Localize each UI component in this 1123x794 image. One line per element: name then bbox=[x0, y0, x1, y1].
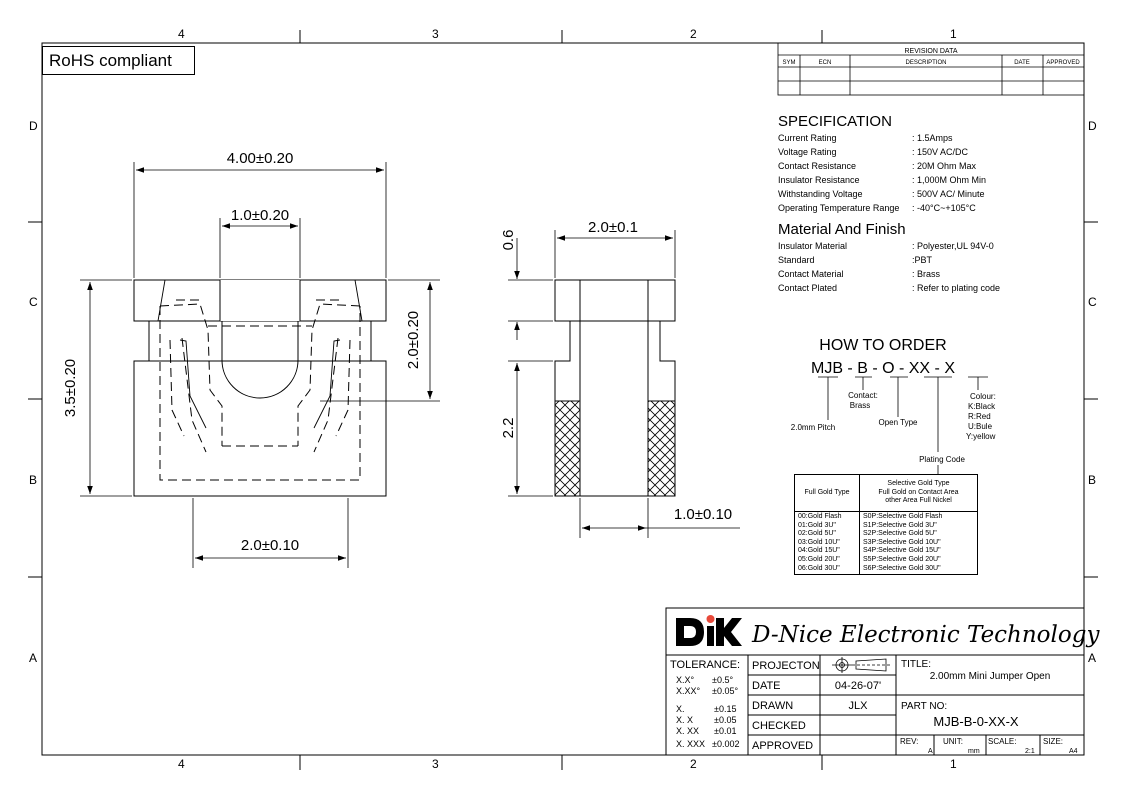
order-colour-yellow: Y:yellow bbox=[966, 432, 996, 441]
part-value: MJB-B-0-XX-X bbox=[933, 714, 1019, 729]
tol-v-1: ±0.05° bbox=[712, 686, 738, 696]
date-label: DATE bbox=[752, 680, 781, 692]
approved-label: APPROVED bbox=[752, 740, 813, 752]
side-view-dimensions bbox=[508, 230, 740, 538]
order-open-type: Open Type bbox=[879, 418, 919, 427]
title-value: 2.00mm Mini Jumper Open bbox=[930, 671, 1051, 682]
order-colour-black: K:Black bbox=[968, 402, 996, 411]
front-view-hidden-lines bbox=[159, 299, 361, 481]
tolerance-label: TOLERANCE: bbox=[670, 659, 740, 671]
front-view-dimensions bbox=[80, 162, 440, 568]
scale-label: SCALE: bbox=[988, 737, 1016, 746]
company-name: D-Nice Electronic Technology bbox=[751, 622, 1100, 648]
rev-label: REV: bbox=[900, 737, 918, 746]
side-top-dim: 0.6 bbox=[500, 230, 517, 251]
front-view-body bbox=[133, 279, 387, 497]
zone-bottom-3: 3 bbox=[432, 757, 439, 771]
tol-k-0: X.X° bbox=[676, 675, 695, 685]
title-block: D-Nice Electronic Technology TOLERANCE: … bbox=[665, 607, 1100, 756]
tol-v-3: ±0.05 bbox=[714, 715, 736, 725]
order-contact-value: Brass bbox=[850, 401, 870, 410]
tol-k-2: X. bbox=[676, 704, 685, 714]
revision-col-ecn: ECN bbox=[819, 60, 832, 66]
row-left-b: B bbox=[29, 473, 37, 487]
projection-symbol-icon bbox=[832, 657, 892, 673]
side-view-hatching bbox=[554, 400, 676, 497]
sheet-frame bbox=[28, 30, 1098, 770]
row-left-a: A bbox=[29, 651, 37, 665]
revision-title: REVISION DATA bbox=[904, 48, 957, 55]
unit-label: UNIT: bbox=[943, 737, 963, 746]
front-slot-dim: 1.0±0.20 bbox=[231, 207, 289, 224]
order-title: HOW TO ORDER bbox=[819, 337, 946, 354]
zone-bottom-2: 2 bbox=[690, 757, 697, 771]
order-colour-red: R:Red bbox=[968, 412, 991, 421]
row-right-b: B bbox=[1088, 473, 1096, 487]
tol-k-4: X. XX bbox=[676, 726, 699, 736]
tol-k-3: X. X bbox=[676, 715, 693, 725]
checked-label: CHECKED bbox=[752, 720, 806, 732]
side-thick-dim: 1.0±0.10 bbox=[674, 506, 732, 523]
front-view: 4.00±0.20 1.0±0.20 3.5±0.20 2.0±0.20 2.0… bbox=[62, 150, 440, 568]
tol-k-1: X.XX° bbox=[676, 686, 701, 696]
front-inner-height-dim: 2.0±0.20 bbox=[405, 311, 422, 369]
front-width-dim: 4.00±0.20 bbox=[227, 150, 294, 167]
zone-top-2: 2 bbox=[690, 27, 697, 41]
side-height-dim: 2.2 bbox=[500, 418, 517, 439]
order-code: MJB - B - O - XX - X bbox=[811, 360, 955, 377]
revision-table: REVISION DATA SYM ECN DESCRIPTION DATE A… bbox=[777, 42, 1085, 96]
company-logo bbox=[676, 615, 742, 646]
zone-bottom-4: 4 bbox=[178, 757, 185, 771]
side-width-dim: 2.0±0.1 bbox=[588, 219, 638, 236]
tol-v-5: ±0.002 bbox=[712, 739, 739, 749]
tol-v-4: ±0.01 bbox=[714, 726, 736, 736]
zone-bottom-1: 1 bbox=[950, 757, 957, 771]
revision-col-description: DESCRIPTION bbox=[905, 60, 946, 66]
order-plating-code: Plating Code bbox=[919, 455, 965, 464]
front-pitch-dim: 2.0±0.10 bbox=[241, 537, 299, 554]
order-colour: Colour: bbox=[970, 392, 996, 401]
front-height-dim: 3.5±0.20 bbox=[62, 359, 79, 417]
front-view-contacts bbox=[157, 279, 363, 429]
row-right-c: C bbox=[1088, 295, 1097, 309]
drawn-value: JLX bbox=[849, 700, 869, 712]
drawn-label: DRAWN bbox=[752, 700, 793, 712]
row-right-a: A bbox=[1088, 651, 1096, 665]
zone-labels: 4 3 2 1 4 3 2 1 D C B A D C B A bbox=[29, 27, 1097, 771]
revision-col-approved: APPROVED bbox=[1046, 60, 1080, 66]
order-colour-blue: U:Bule bbox=[968, 422, 993, 431]
date-value: 04-26-07' bbox=[835, 680, 881, 692]
row-left-c: C bbox=[29, 295, 38, 309]
projection-label: PROJECTON bbox=[752, 660, 820, 672]
size-value: A4 bbox=[1069, 748, 1078, 755]
zone-top-1: 1 bbox=[950, 27, 957, 41]
title-label: TITLE: bbox=[901, 659, 931, 670]
revision-col-date: DATE bbox=[1014, 60, 1030, 66]
zone-top-4: 4 bbox=[178, 27, 185, 41]
revision-col-sym: SYM bbox=[782, 60, 795, 66]
part-label: PART NO: bbox=[901, 701, 947, 712]
how-to-order: HOW TO ORDER MJB - B - O - XX - X 2.0mm … bbox=[791, 337, 996, 474]
tol-v-0: ±0.5° bbox=[712, 675, 733, 685]
tol-v-2: ±0.15 bbox=[714, 704, 736, 714]
order-pitch: 2.0mm Pitch bbox=[791, 423, 835, 432]
zone-top-3: 3 bbox=[432, 27, 439, 41]
row-left-d: D bbox=[29, 119, 38, 133]
side-view: 0.6 2.0±0.1 2.2 1.0±0.10 bbox=[500, 219, 740, 538]
tol-k-5: X. XXX bbox=[676, 739, 705, 749]
rev-value: A bbox=[928, 748, 933, 755]
scale-value: 2:1 bbox=[1025, 748, 1035, 755]
order-contact: Contact: bbox=[848, 391, 878, 400]
row-right-d: D bbox=[1088, 119, 1097, 133]
unit-value: mm bbox=[968, 748, 980, 755]
size-label: SIZE: bbox=[1043, 737, 1063, 746]
